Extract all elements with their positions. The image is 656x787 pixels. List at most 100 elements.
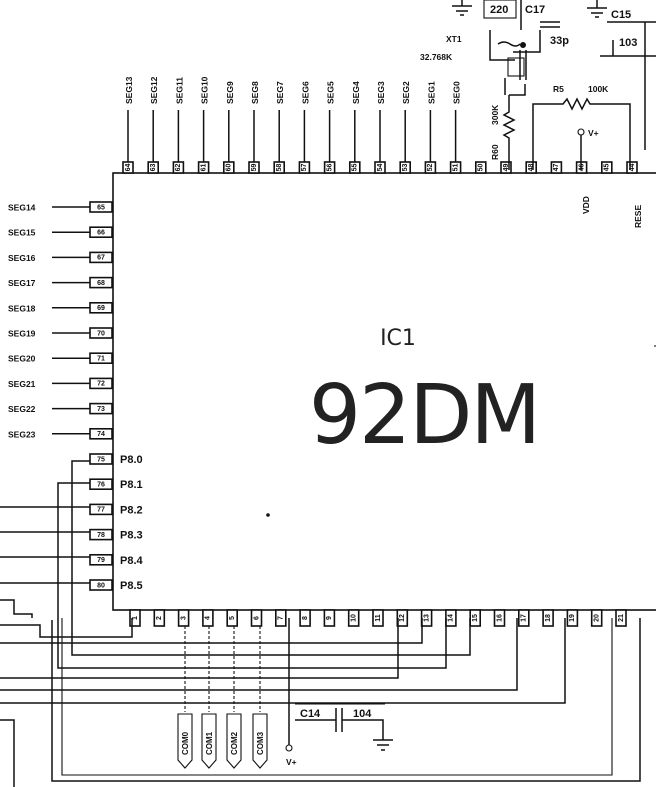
- left-pin-number: 70: [97, 330, 105, 337]
- oscillator-circuit: 220 C17 33p C15 103 XT1 32.768K R60 300K…: [420, 0, 656, 347]
- left-pin-number: 67: [97, 255, 105, 262]
- bottom-pin: 5: [226, 609, 238, 627]
- top-pin: 50: [474, 161, 487, 174]
- bottom-pin: 3: [177, 609, 190, 627]
- top-segment-label: SEG11: [174, 77, 184, 104]
- left-pin: 70: [89, 327, 113, 339]
- bottom-pin-number: 10: [351, 614, 358, 622]
- top-pin-number: 45: [604, 164, 611, 172]
- top-pin-number: 55: [352, 164, 359, 172]
- left-pin: 79: [89, 553, 113, 566]
- top-pin-number: 50: [478, 164, 485, 172]
- r60-value: 300K: [490, 104, 500, 125]
- left-pin-number: 80: [97, 582, 105, 589]
- top-pin: 51: [449, 161, 462, 174]
- top-pin-number: 54: [377, 164, 384, 172]
- bottom-pin-number: 6: [253, 616, 260, 620]
- r60-label: R60: [490, 144, 500, 160]
- top-pin: 49: [500, 161, 512, 174]
- bottom-pin: 15: [469, 609, 482, 627]
- top-pin-number: 63: [150, 164, 157, 172]
- top-pin-number: 47: [553, 164, 560, 172]
- top-segment-label: SEG5: [326, 81, 336, 104]
- top-pin-number: 49: [503, 164, 510, 172]
- left-pin: 80: [89, 579, 113, 591]
- bottom-pin: 21: [615, 609, 627, 627]
- top-segment-label: SEG2: [401, 81, 411, 104]
- bottom-pin: 14: [445, 609, 457, 627]
- com-label: COM2: [230, 731, 239, 755]
- left-pin-number: 69: [97, 305, 105, 312]
- top-pin-number: 46: [578, 164, 585, 172]
- bottom-pin: 13: [420, 609, 433, 627]
- top-segment-label: SEG3: [376, 81, 386, 104]
- ic-part-number: 92DM: [309, 368, 539, 463]
- top-pin: 53: [399, 161, 412, 174]
- c17-value: 33p: [550, 35, 569, 47]
- left-pin: 73: [89, 402, 113, 415]
- bottom-pin-number: 3: [180, 616, 187, 620]
- top-pin-number: 48: [528, 164, 535, 172]
- top-segment-label: SEG10: [200, 76, 210, 104]
- bottom-pin-number: 18: [545, 614, 552, 622]
- top-segment-label: SEG7: [275, 81, 285, 104]
- com-label: COM0: [181, 731, 190, 755]
- com-connector: [201, 713, 217, 769]
- top-pin-number: 44: [629, 164, 636, 172]
- top-pin: 52: [424, 161, 437, 174]
- top-segment-label: SEG6: [300, 81, 310, 104]
- left-pin: 76: [89, 478, 113, 491]
- c15-label: C15: [611, 9, 631, 21]
- bottom-pin-number: 9: [326, 616, 333, 620]
- top-pin-number: 60: [226, 164, 233, 172]
- left-segment-label: SEG14: [8, 203, 36, 213]
- left-pin: 77: [89, 503, 113, 516]
- bottom-pin: 19: [566, 609, 579, 627]
- bottom-pin: 9: [323, 609, 336, 627]
- bottom-pin-number: 12: [399, 614, 406, 622]
- top-pin: 56: [323, 161, 336, 174]
- c14-capacitor: C14 104 V+: [285, 618, 393, 767]
- r5-value: 100K: [588, 84, 609, 94]
- left-segment-label: SEG16: [8, 253, 36, 263]
- top-pin: 62: [172, 161, 185, 174]
- bottom-pin-number: 16: [496, 614, 503, 622]
- left-pin-number: 71: [97, 356, 105, 363]
- top-segment-label: SEG8: [250, 81, 260, 104]
- vplus-top-label: V+: [588, 128, 599, 138]
- top-pin-number: 57: [301, 164, 308, 172]
- top-pin: 55: [348, 161, 361, 174]
- top-segment-label: SEG12: [149, 76, 159, 104]
- bottom-pin: 10: [347, 609, 360, 627]
- bottom-pin: 1: [129, 609, 141, 627]
- ic-dot: [266, 513, 270, 517]
- top-pin: 47: [550, 161, 563, 174]
- top-pin-number: 58: [276, 164, 283, 172]
- bottom-pin: 17: [517, 609, 530, 627]
- bottom-pin-number: 2: [156, 616, 163, 620]
- c14-value: 104: [353, 708, 372, 720]
- bottom-pin-number: 20: [594, 614, 601, 622]
- bottom-pin-number: 7: [278, 616, 285, 620]
- c17-label: C17: [525, 4, 545, 16]
- com-connector: [177, 713, 193, 769]
- top-pin: 58: [273, 161, 286, 174]
- top-pin-number: 59: [251, 164, 258, 172]
- com-connector: [252, 713, 268, 769]
- top-pin: 45: [600, 161, 613, 174]
- port-label: P8.3: [120, 530, 143, 542]
- c15-value: 103: [619, 37, 637, 49]
- top-segment-label: SEG0: [452, 81, 462, 104]
- left-pin: 68: [89, 276, 113, 289]
- bottom-pin-number: 19: [569, 614, 576, 622]
- top-pin: 57: [298, 161, 311, 174]
- left-pin-number: 78: [97, 532, 105, 539]
- port-label: P8.5: [120, 580, 143, 592]
- left-pin: 78: [89, 528, 113, 541]
- c14-label: C14: [300, 708, 321, 720]
- top-pin: 61: [197, 161, 210, 174]
